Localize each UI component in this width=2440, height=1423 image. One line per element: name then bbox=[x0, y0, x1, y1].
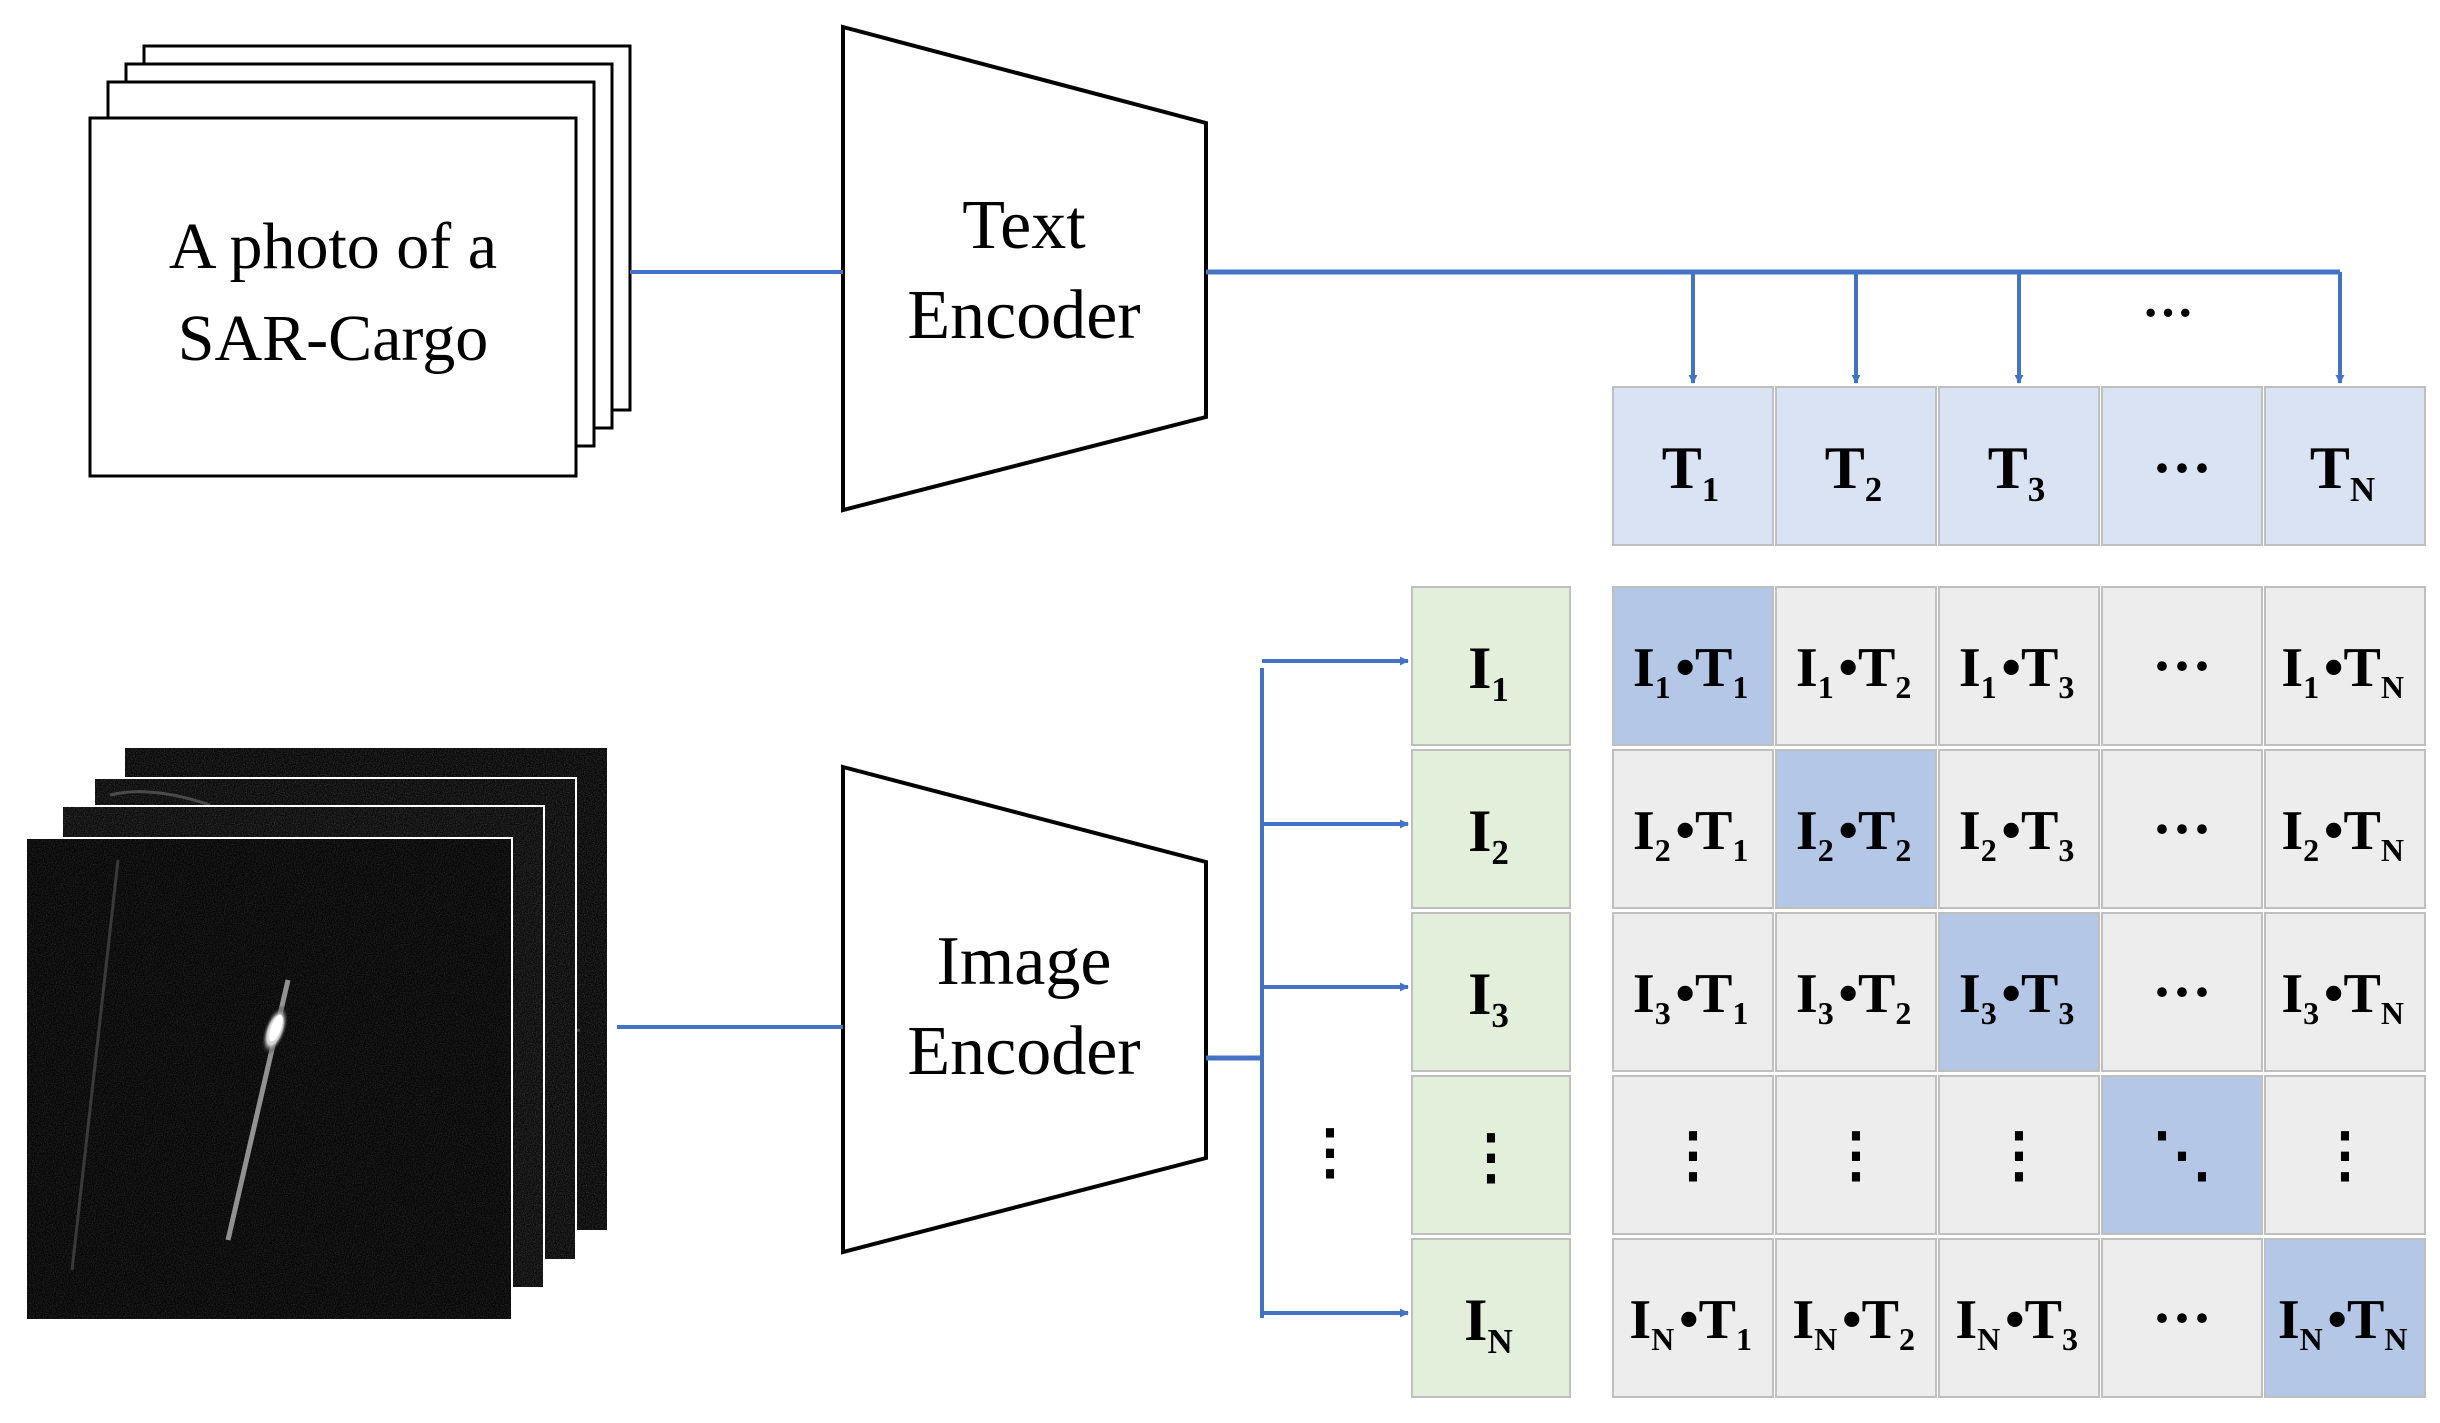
image-feature-cell-in bbox=[1411, 1238, 1571, 1398]
text-feature-label-tn: TN bbox=[2310, 435, 2380, 509]
matrix-cell-r2-c2 bbox=[1775, 749, 1937, 909]
text-feature-row: T1 T2 T3 ··· TN bbox=[1612, 386, 2426, 546]
matrix-cell-r1-c2 bbox=[1775, 586, 1937, 746]
matrix-label-r5-c5: IN •TN bbox=[2278, 1289, 2412, 1357]
text-card-front bbox=[88, 116, 578, 478]
matrix-label-r4-c3: ⋮ bbox=[1989, 1122, 2049, 1188]
image-feature-column: I1 I2 I3 ⋮ IN bbox=[1411, 586, 1571, 1398]
matrix-label-r2-c5: I2 •TN bbox=[2281, 800, 2408, 868]
matrix-cell-r4-c1 bbox=[1612, 1075, 1774, 1235]
text-encoder-label-line2: Encoder bbox=[907, 277, 1140, 354]
matrix-cell-r2-c1 bbox=[1612, 749, 1774, 909]
text-feature-cell-tn bbox=[2264, 386, 2426, 546]
matrix-cell-r3-c5 bbox=[2264, 912, 2426, 1072]
text-feature-cell-t2 bbox=[1775, 386, 1937, 546]
matrix-label-r2-c4: ··· bbox=[2152, 796, 2212, 862]
matrix-label-r1-c1: I1 •T1 bbox=[1633, 637, 1753, 705]
matrix-cell-r2-c4 bbox=[2101, 749, 2263, 909]
matrix-label-r5-c1: IN •T1 bbox=[1629, 1289, 1756, 1357]
matrix-label-r5-c3: IN •T3 bbox=[1955, 1289, 2082, 1357]
image-feature-label-i3: I3 bbox=[1468, 961, 1514, 1035]
matrix-cell-r4-c4 bbox=[2101, 1075, 2263, 1235]
matrix-cell-r5-c3 bbox=[1938, 1238, 2100, 1398]
matrix-label-r1-c4: ··· bbox=[2152, 633, 2212, 699]
matrix-label-r3-c4: ··· bbox=[2152, 959, 2212, 1025]
matrix-cell-r4-c2 bbox=[1775, 1075, 1937, 1235]
matrix-label-r4-c1: ⋮ bbox=[1663, 1122, 1723, 1188]
text-card-stack: A photo of a SAR-Cargo bbox=[88, 44, 632, 478]
image-feature-arrows bbox=[1262, 656, 1409, 1318]
image-feature-label-i2: I2 bbox=[1468, 798, 1514, 872]
matrix-label-r5-c2: IN •T2 bbox=[1792, 1289, 1919, 1357]
image-feature-label-in: IN bbox=[1464, 1287, 1518, 1361]
text-feature-label-t1: T1 bbox=[1662, 435, 1725, 509]
matrix-label-r2-c3: I2 •T3 bbox=[1959, 800, 2079, 868]
matrix-cell-r3-c1 bbox=[1612, 912, 1774, 1072]
text-encoder: Text Encoder bbox=[841, 24, 1208, 513]
matrix-label-r1-c2: I1 •T2 bbox=[1796, 637, 1916, 705]
matrix-label-r4-c5: ⋮ bbox=[2315, 1122, 2375, 1188]
matrix-label-r3-c3: I3 •T3 bbox=[1959, 963, 2079, 1031]
matrix-cell-r5-c1 bbox=[1612, 1238, 1774, 1398]
matrix-label-r3-c1: I3 •T1 bbox=[1633, 963, 1753, 1031]
matrix-cell-r5-c2 bbox=[1775, 1238, 1937, 1398]
image-encoder-trapezoid bbox=[841, 764, 1208, 1255]
sar-image-stack bbox=[25, 748, 607, 1321]
matrix-cell-r1-c1 bbox=[1612, 586, 1774, 746]
image-encoder-label-line1: Image bbox=[937, 923, 1112, 1000]
matrix-cell-r3-c4 bbox=[2101, 912, 2263, 1072]
matrix-label-r3-c5: I3 •TN bbox=[2281, 963, 2408, 1031]
connectors bbox=[617, 269, 2340, 1318]
matrix-cell-r3-c2 bbox=[1775, 912, 1937, 1072]
matrix-cell-r5-c4 bbox=[2101, 1238, 2263, 1398]
matrix-cell-r1-c5 bbox=[2264, 586, 2426, 746]
image-encoder: Image Encoder bbox=[841, 764, 1208, 1255]
text-feature-label-ellipsis: ··· bbox=[2152, 435, 2212, 501]
matrix-label-r1-c3: I1 •T3 bbox=[1959, 637, 2079, 705]
image-encoder-label-line2: Encoder bbox=[907, 1013, 1140, 1090]
matrix-cell-r2-c5 bbox=[2264, 749, 2426, 909]
image-feature-cell-i3 bbox=[1411, 912, 1571, 1072]
text-card-caption-line2: SAR-Cargo bbox=[178, 302, 488, 375]
text-feature-label-t2: T2 bbox=[1825, 435, 1888, 509]
text-bus-ellipsis: ··· bbox=[2142, 285, 2194, 342]
matrix-label-r4-c4: ⋱ bbox=[2152, 1122, 2212, 1188]
text-feature-cell-t1 bbox=[1612, 386, 1774, 546]
text-encoder-trapezoid bbox=[841, 24, 1208, 513]
image-feature-label-i1: I1 bbox=[1468, 635, 1514, 709]
text-feature-label-t3: T3 bbox=[1988, 435, 2051, 509]
matrix-label-r3-c2: I3 •T2 bbox=[1796, 963, 1916, 1031]
text-feature-cell-ellipsis bbox=[2101, 386, 2263, 546]
matrix-cell-r3-c3 bbox=[1938, 912, 2100, 1072]
image-feature-cell-i1 bbox=[1411, 586, 1571, 746]
text-feature-cell-t3 bbox=[1938, 386, 2100, 546]
similarity-matrix: I1 •T1 I1 •T2 I1 •T3 ··· I1 •TN I2 •T1 I2… bbox=[1612, 586, 2426, 1398]
matrix-cell-r4-c5 bbox=[2264, 1075, 2426, 1235]
matrix-cell-r5-c5 bbox=[2264, 1238, 2426, 1398]
text-feature-arrows bbox=[1688, 272, 2345, 384]
image-feature-cell-ellipsis bbox=[1411, 1075, 1571, 1235]
matrix-cell-r1-c3 bbox=[1938, 586, 2100, 746]
matrix-cell-r1-c4 bbox=[2101, 586, 2263, 746]
image-feature-cell-i2 bbox=[1411, 749, 1571, 909]
matrix-cell-r2-c3 bbox=[1938, 749, 2100, 909]
matrix-cell-r4-c3 bbox=[1938, 1075, 2100, 1235]
matrix-label-r2-c2: I2 •T2 bbox=[1796, 800, 1916, 868]
text-card-caption-line1: A photo of a bbox=[169, 210, 497, 283]
text-encoder-label-line1: Text bbox=[962, 187, 1086, 264]
matrix-label-r2-c1: I2 •T1 bbox=[1633, 800, 1753, 868]
matrix-label-r4-c2: ⋮ bbox=[1826, 1122, 1886, 1188]
image-bus-ellipsis: ⋮ bbox=[1300, 1119, 1360, 1185]
image-feature-label-ellipsis: ⋮ bbox=[1461, 1124, 1521, 1190]
matrix-label-r5-c4: ··· bbox=[2152, 1285, 2212, 1351]
ship-target bbox=[225, 979, 291, 1241]
matrix-label-r1-c5: I1 •TN bbox=[2281, 637, 2408, 705]
